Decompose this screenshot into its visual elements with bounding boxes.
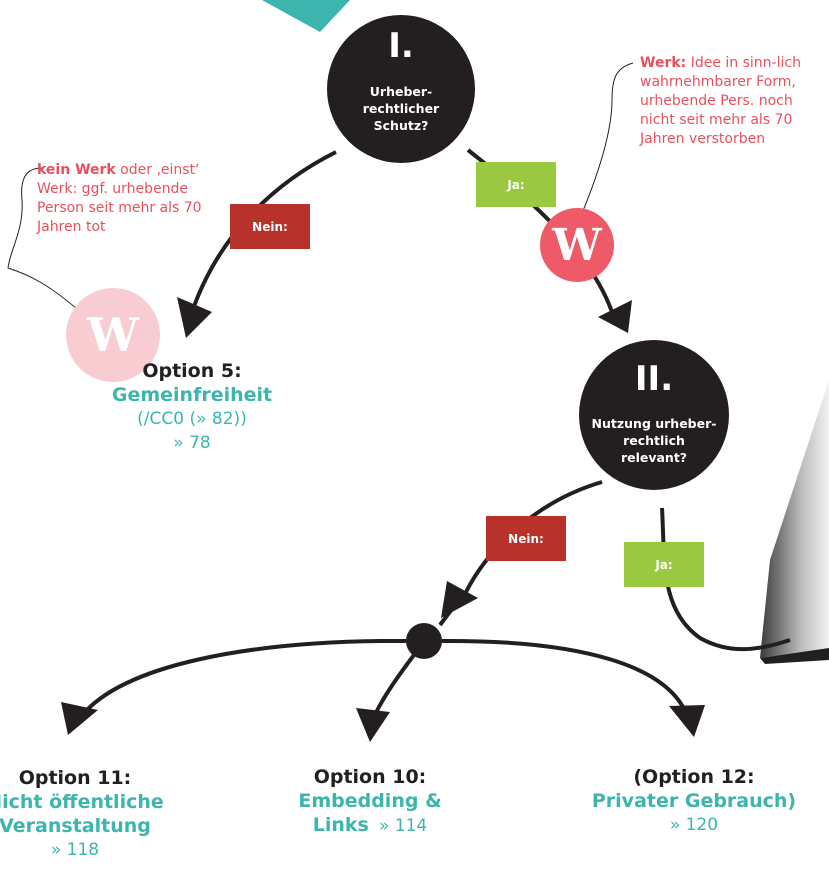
option-5-page-ref: » 78 xyxy=(173,433,211,453)
node-2-number: II. xyxy=(634,359,674,399)
option-5: Option 5: Gemeinfreiheit (/CC0 (» 82)) »… xyxy=(82,359,302,455)
node-1-number: I. xyxy=(388,26,414,66)
arrowhead-option5 xyxy=(177,297,212,338)
werk-badge-faded-icon: W xyxy=(66,288,160,382)
option-10-name-line1: Embedding & xyxy=(298,790,442,812)
nein-tag-1: Nein: xyxy=(230,204,310,249)
option-12-name: Privater Gebrauch) xyxy=(591,790,797,812)
option-10-name-line2: Links xyxy=(312,814,369,836)
option-12-title: (Option 12: xyxy=(633,766,755,788)
node-1-question-line: Urheber- xyxy=(369,84,433,99)
arrowhead-junction xyxy=(441,581,478,618)
connector-nein-2-drop xyxy=(438,603,457,627)
connector-option12 xyxy=(441,638,690,719)
node-2-question-line: rechtlich xyxy=(623,433,685,448)
node-1-question: Urheber- rechtlicher Schutz? xyxy=(337,83,465,134)
nein-tag-2: Nein: xyxy=(486,516,566,561)
arrowhead-option10 xyxy=(356,708,390,742)
note-werk: Werk: Idee in sinn-lich wahrnehmbarer Fo… xyxy=(640,54,820,149)
option-11-name-line2: Veranstaltung xyxy=(0,815,151,837)
option-5-cc0-ref: (/CC0 (» 82)) xyxy=(137,409,247,429)
ja-tag-1: Ja: xyxy=(476,162,556,207)
connector-option11 xyxy=(78,638,407,720)
node-2-question-line: Nutzung urheber- xyxy=(591,416,717,431)
ja-tag-2: Ja: xyxy=(624,542,704,587)
incoming-arrow-tip xyxy=(262,0,350,32)
node-2-question-line: relevant? xyxy=(620,450,688,465)
option-11-page-ref: » 118 xyxy=(50,840,100,860)
option-10: Option 10: Embedding & Links » 114 xyxy=(270,765,470,838)
decision-node-2: II. Nutzung urheber- rechtlich relevant? xyxy=(579,340,729,490)
note-kein-werk: kein Werk oder ‚einst‘ Werk: ggf. urhebe… xyxy=(37,161,232,237)
page-curl-shadow xyxy=(760,648,829,664)
werk-badge-icon: W xyxy=(540,208,614,282)
option-12-page-ref: » 120 xyxy=(669,815,719,835)
arrowhead-option11 xyxy=(61,702,98,735)
junction-dot xyxy=(406,623,442,659)
option-12: (Option 12: Privater Gebrauch) » 120 xyxy=(574,765,814,837)
page-curl-shape xyxy=(760,380,829,658)
note-werk-text: Idee in sinn-lich wahrnehmbarer Form, ur… xyxy=(640,55,801,147)
option-11-title: Option 11: xyxy=(18,767,132,789)
option-11-name-line1: Nicht öffentliche xyxy=(0,791,164,813)
option-5-title: Option 5: xyxy=(142,360,242,382)
option-5-name: Gemeinfreiheit xyxy=(111,384,273,406)
note-leader-left xyxy=(7,167,85,316)
option-10-page-ref: » 114 xyxy=(379,816,428,836)
option-11: Option 11: Nicht öffentliche Veranstaltu… xyxy=(0,766,190,862)
node-2-question: Nutzung urheber- rechtlich relevant? xyxy=(589,415,719,466)
node-1-question-line: Schutz? xyxy=(373,118,429,133)
arrowhead-option12 xyxy=(669,705,705,737)
arrowhead-node2 xyxy=(598,300,632,333)
note-leader-right xyxy=(579,62,634,219)
note-werk-bold: Werk: xyxy=(640,55,687,71)
option-10-title: Option 10: xyxy=(313,766,427,788)
node-1-question-line: rechtlicher xyxy=(362,101,440,116)
note-kein-werk-text: oder ‚einst‘ Werk: ggf. urhebende Person… xyxy=(37,162,202,235)
note-kein-werk-bold: kein Werk xyxy=(37,162,116,178)
decision-node-1: I. Urheber- rechtlicher Schutz? xyxy=(327,15,475,163)
